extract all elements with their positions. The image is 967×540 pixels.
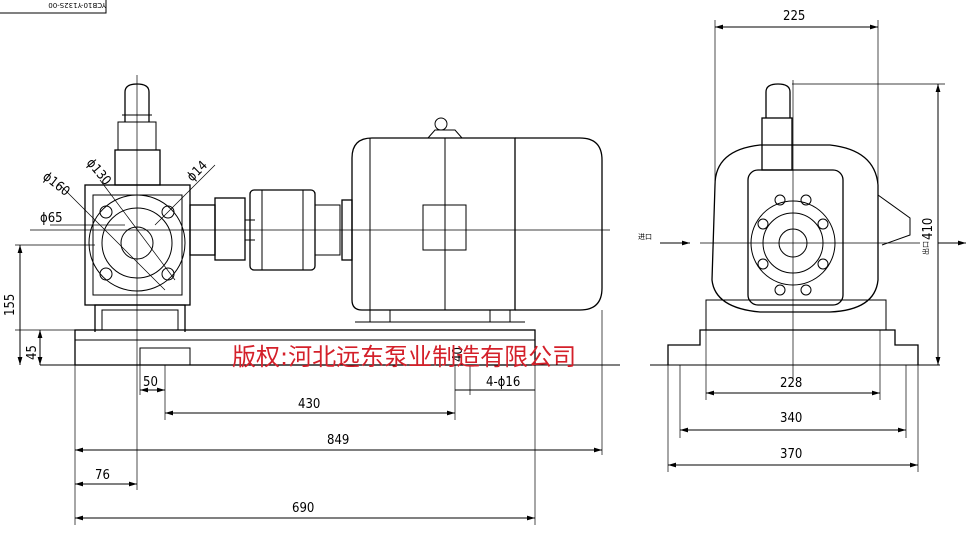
dim-690: 690 xyxy=(292,501,314,516)
dim-155: 155 xyxy=(3,294,18,316)
dim-76: 76 xyxy=(95,468,110,483)
dim-410: 410 xyxy=(921,218,936,240)
dim-45: 45 xyxy=(25,345,40,360)
relief-valve xyxy=(114,149,161,186)
dim-340: 340 xyxy=(780,411,802,426)
base-plate xyxy=(74,329,536,366)
motor-body xyxy=(351,137,516,311)
pump-body xyxy=(84,184,191,306)
copyright-watermark: 版权:河北远东泵业制造有限公司 xyxy=(232,343,576,371)
dim-phi14: ϕ14 xyxy=(184,158,211,185)
dim-849: 849 xyxy=(327,433,349,448)
dim-40: 40 xyxy=(451,347,466,362)
outlet-label: 出口 xyxy=(921,241,930,255)
pump-end-body xyxy=(747,169,844,306)
terminal-box xyxy=(422,204,467,251)
dim-50: 50 xyxy=(143,375,158,390)
motor-end-outline xyxy=(711,144,879,313)
drawing-number-box: YCB10-Y132S-00 xyxy=(0,0,107,14)
side-view: ϕ160 ϕ130 ϕ14 ϕ65 155 45 40 50 430 4-ϕ16… xyxy=(3,75,620,525)
dim-228: 228 xyxy=(780,376,802,391)
drawing-number: YCB10-Y132S-00 xyxy=(48,1,107,9)
dim-225: 225 xyxy=(783,9,805,24)
dim-370: 370 xyxy=(780,447,802,462)
inlet-label: 进口 xyxy=(638,233,652,241)
dim-phi65: ϕ65 xyxy=(40,211,63,226)
end-view: 进口 出口 225 410 228 340 370 xyxy=(638,9,966,472)
dim-430: 430 xyxy=(298,397,320,412)
dim-phi160: ϕ160 xyxy=(40,169,73,199)
dim-phi130: ϕ130 xyxy=(83,156,114,189)
coupling-left xyxy=(214,197,246,261)
dim-4phi16: 4-ϕ16 xyxy=(486,375,520,390)
